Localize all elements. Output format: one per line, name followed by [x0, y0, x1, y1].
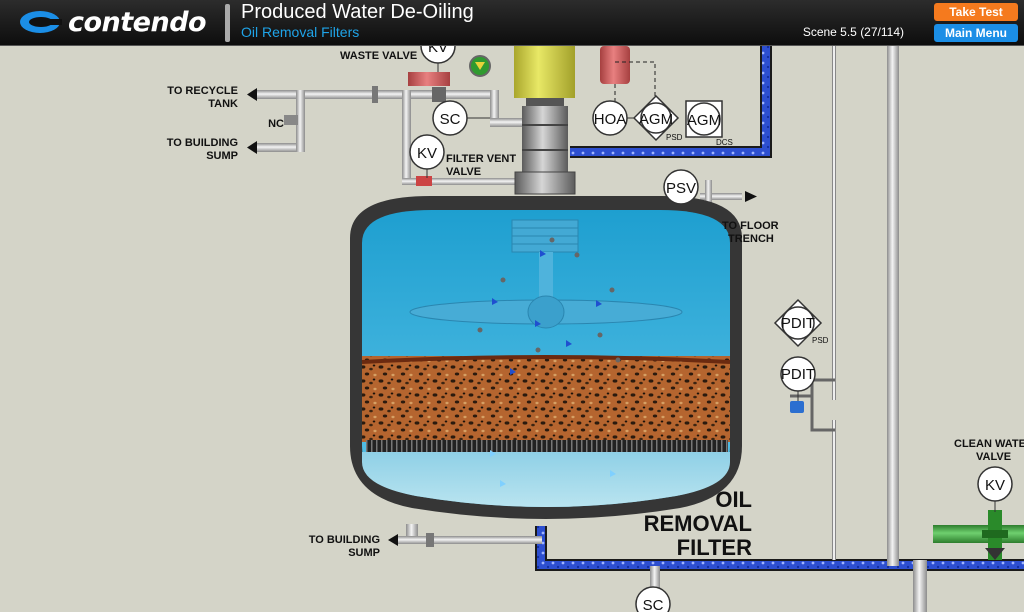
psd-label-pdit: PSD [812, 336, 829, 345]
main-menu-button[interactable]: Main Menu [934, 24, 1018, 42]
clean-water-label-line2: VALVE [976, 451, 1011, 463]
process-diagram: WASTE VALVE TO RECYCLE TANK NC TO BUILDI… [167, 46, 1024, 612]
scene-counter: Scene 5.5 (27/114) [802, 25, 904, 39]
hoa-instrument[interactable]: HOA [592, 100, 638, 136]
agm-dcs-instrument[interactable]: AGM [685, 100, 723, 138]
recycle-label-line2: TANK [208, 98, 238, 110]
hoa-tag: HOA [594, 111, 627, 128]
vessel-title-line2: REMOVAL [644, 511, 752, 536]
psv-instrument[interactable]: PSV [663, 169, 699, 205]
agm-dcs-tag: AGM [687, 112, 721, 129]
pressure-switch [600, 46, 630, 84]
kv-vent-tag: KV [417, 145, 437, 162]
contendo-logo: contendo [18, 6, 207, 38]
agitator-motor [514, 46, 575, 98]
vertical-pipe-right [887, 46, 899, 566]
floor-trench-label-line2: TRENCH [728, 233, 774, 245]
nc-label: NC [268, 118, 284, 130]
page-subtitle: Oil Removal Filters [241, 24, 360, 40]
pdit-instrument[interactable]: PDIT [780, 356, 816, 401]
bottom-sump-label-line1: TO BUILDING [309, 534, 380, 546]
top-bar: contendo Produced Water De-Oiling Oil Re… [0, 0, 1024, 46]
agm-psd-tag: AGM [639, 111, 673, 128]
sc-top-tag: SC [440, 111, 461, 128]
page-title: Produced Water De-Oiling [241, 1, 474, 23]
psd-label-top: PSD [666, 133, 683, 142]
sc-top-instrument[interactable]: SC [432, 100, 490, 136]
building-sump-label-line2: SUMP [206, 150, 238, 162]
waste-valve-label: WASTE VALVE [340, 50, 417, 62]
agitator-shaft-housing [522, 106, 568, 174]
sc-bottom-tag: SC [643, 597, 664, 612]
sc-bottom-instrument[interactable]: SC [635, 586, 671, 612]
floor-trench-label-line1: TO FLOOR [722, 220, 779, 232]
kv-waste-instrument[interactable]: KV [420, 46, 456, 72]
pdit-tag: PDIT [781, 366, 815, 383]
psv-tag: PSV [666, 180, 696, 197]
dcs-label: DCS [716, 138, 733, 147]
filter-vent-label-line1: FILTER VENT [446, 153, 516, 165]
agm-psd-instrument[interactable]: AGM [632, 94, 680, 142]
filter-media-bed [362, 356, 730, 442]
vessel-title-line1: OIL [715, 487, 752, 512]
underdrain-screen [366, 440, 728, 452]
take-test-button[interactable]: Take Test [934, 3, 1018, 21]
waste-valve-body [408, 72, 450, 86]
header-divider [225, 4, 230, 42]
filter-vent-label-line2: VALVE [446, 166, 481, 178]
logo-text: contendo [68, 6, 207, 38]
recycle-label-line1: TO RECYCLE [167, 85, 238, 97]
kv-clean-tag: KV [985, 477, 1005, 494]
pdit-psd-tag: PDIT [781, 315, 815, 332]
pdit-psd-instrument[interactable]: PDIT [773, 298, 823, 348]
kv-clean-instrument[interactable]: KV [977, 466, 1013, 512]
logo-swoosh-icon [20, 11, 62, 33]
vessel-title-line3: FILTER [677, 535, 752, 560]
transmitter-icon [790, 401, 804, 413]
building-sump-label-line1: TO BUILDING [167, 137, 238, 149]
kv-waste-tag: KV [428, 46, 448, 56]
bottom-sump-label-line2: SUMP [348, 547, 380, 559]
clean-water-pipe [933, 525, 1024, 543]
clean-water-label-line1: CLEAN WATER [954, 438, 1024, 450]
kv-vent-instrument[interactable]: KV [409, 134, 445, 178]
